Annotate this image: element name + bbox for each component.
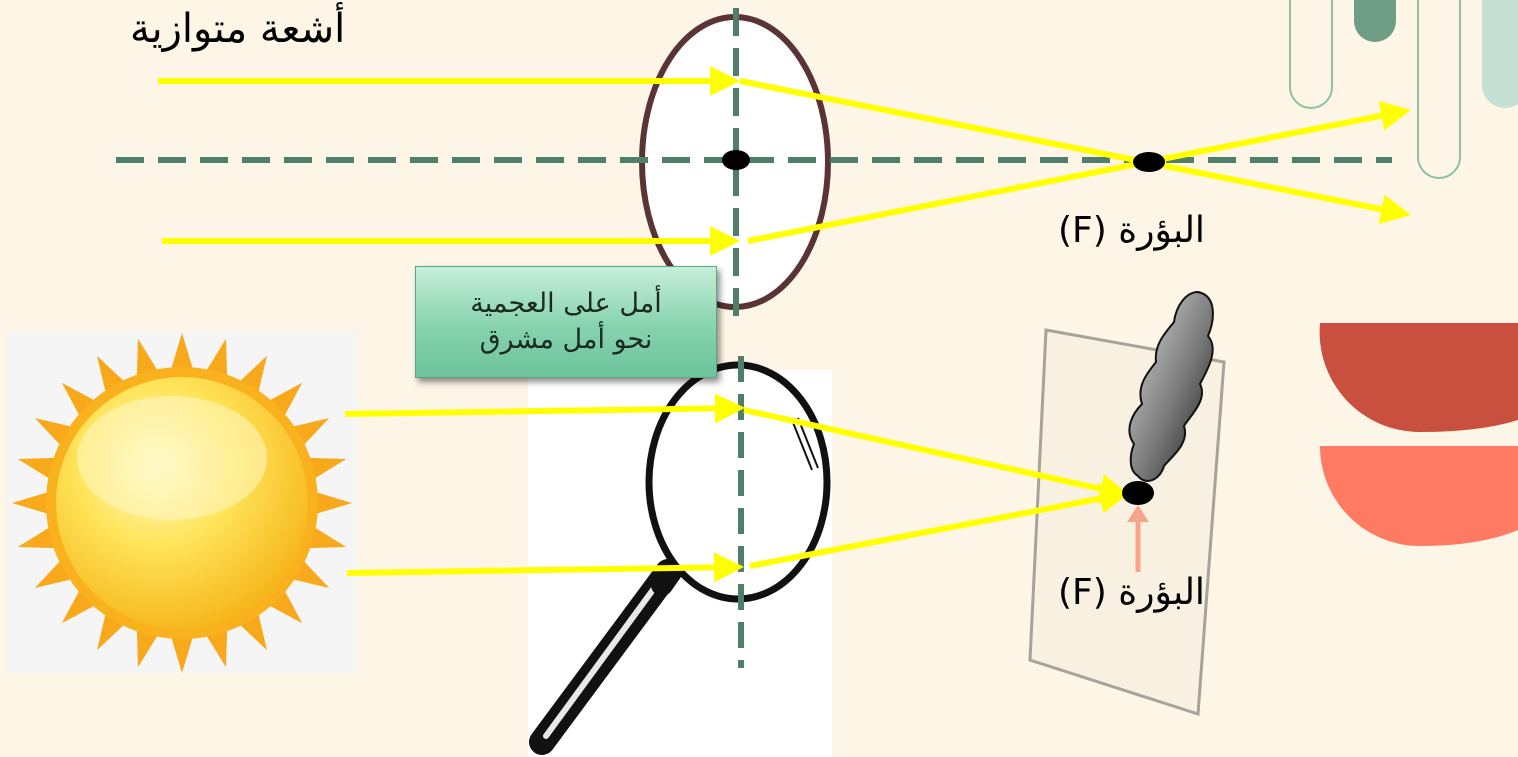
refracted-ray-lower [747,100,1411,244]
decorative-shapes [1289,0,1518,546]
focus-label-top: البؤرة (F) [1058,210,1205,251]
sun-ray-lower [346,552,744,583]
magnifier-panel [528,356,832,757]
top-lens-diagram [116,8,1411,318]
focal-point-bottom [1122,481,1154,505]
focal-point-top [1133,152,1165,172]
lens-center-dot [722,150,750,170]
burning-paper-icon [1028,290,1226,717]
author-name: أمل على العجمية [470,288,662,319]
sun-panel [6,331,357,673]
bottom-ray-diagram [344,393,1154,583]
sun-ray-upper [344,393,745,424]
focus-label-bottom: البؤرة (F) [1058,572,1205,613]
author-slogan: نحو أمل مشرق [479,324,653,355]
focused-ray-upper [743,407,1130,504]
sun-icon [12,333,352,673]
refracted-ray-upper [739,78,1411,225]
parallel-rays-label: أشعة متوازية [130,6,346,52]
focused-ray-lower [749,483,1130,569]
author-credit-box: أمل على العجمية نحو أمل مشرق [415,266,717,378]
smoke-icon [1128,290,1214,482]
